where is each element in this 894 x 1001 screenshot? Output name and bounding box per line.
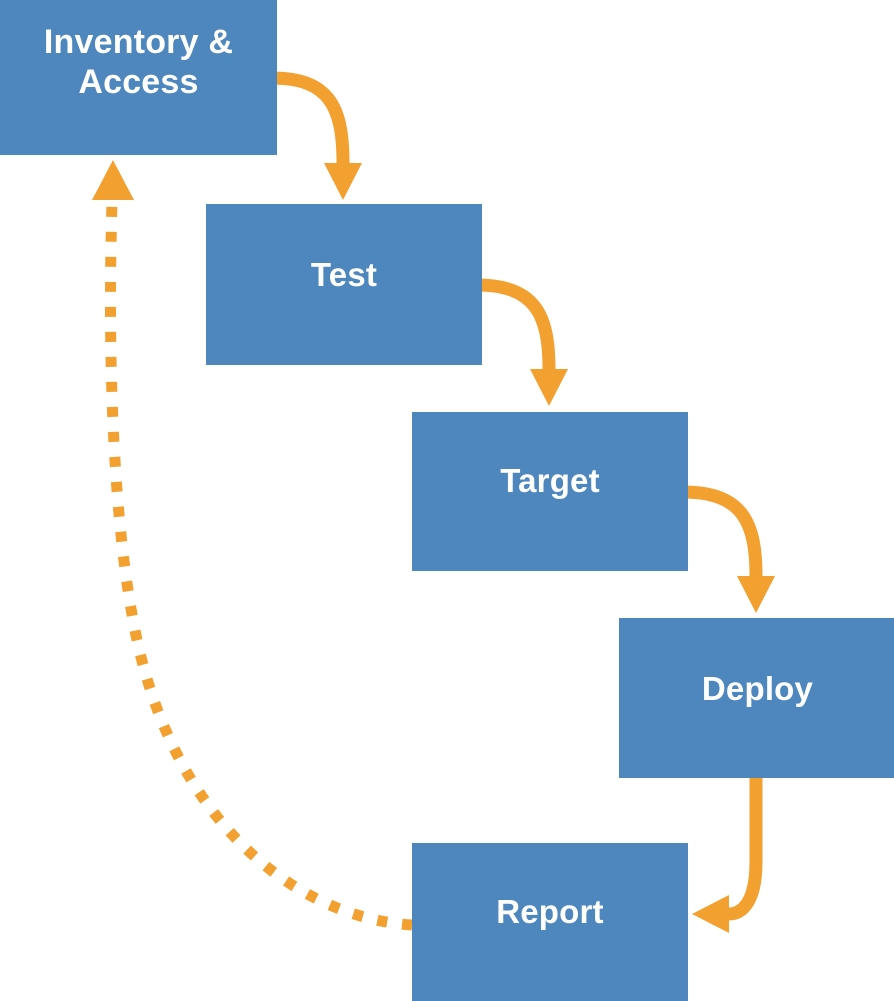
edge-target-to-deploy — [682, 485, 775, 613]
node-report[interactable]: Report — [412, 843, 688, 1001]
node-label-report: Report — [496, 893, 604, 930]
edge-test-to-target — [476, 278, 568, 406]
node-label-inventory-and-access: Inventory & Access — [43, 23, 234, 102]
node-test[interactable]: Test — [206, 204, 482, 365]
node-label-target: Target — [500, 462, 600, 499]
edge-inventory-to-test — [271, 71, 362, 200]
node-inventory-and-access[interactable]: Inventory & Access — [0, 0, 277, 155]
edge-deploy-to-report — [692, 773, 763, 933]
node-label-test: Test — [310, 256, 378, 293]
node-label-deploy: Deploy — [701, 670, 814, 707]
node-deploy[interactable]: Deploy — [619, 618, 894, 778]
edge-report-to-inventory-feedback — [92, 160, 413, 931]
node-target[interactable]: Target — [412, 412, 688, 571]
